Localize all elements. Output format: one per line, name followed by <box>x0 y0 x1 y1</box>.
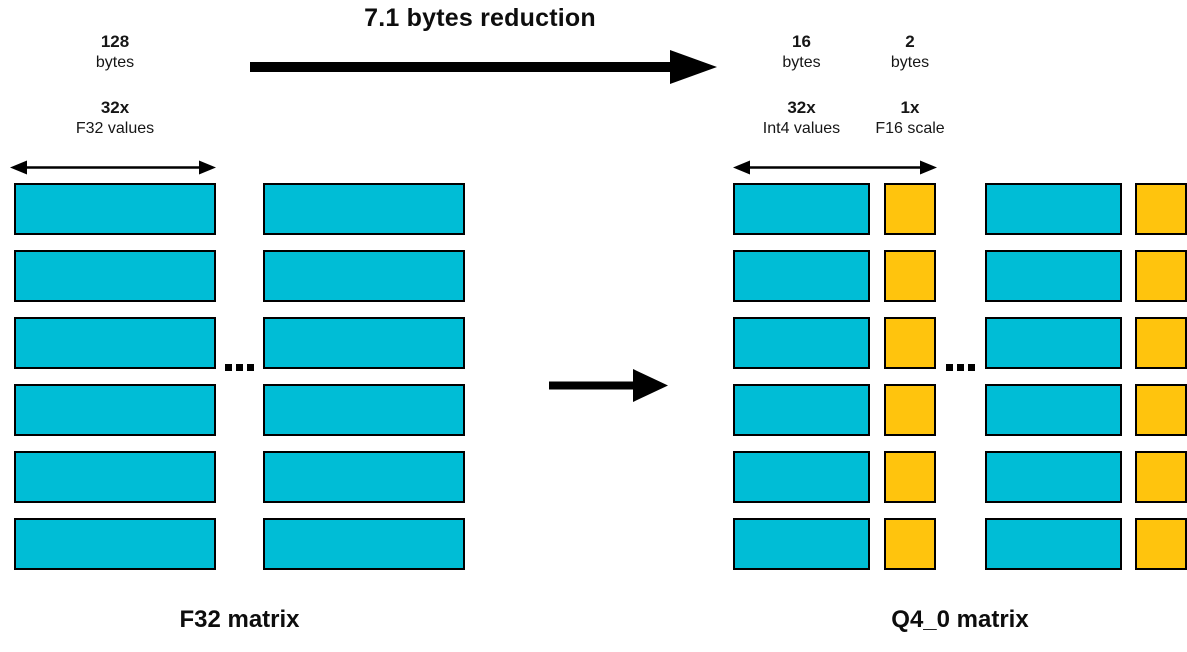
reduction-arrow-icon <box>250 50 717 84</box>
f32-block-column-2 <box>263 183 465 570</box>
reduction-title: 7.1 bytes reduction <box>364 4 596 32</box>
int4-count-value: 32x <box>787 98 816 117</box>
scale-count-unit: F16 scale <box>875 120 945 137</box>
int4-block <box>985 451 1122 503</box>
int4-block <box>733 451 870 503</box>
int4-block <box>733 518 870 570</box>
f32-block <box>14 451 216 503</box>
q4-width-arrow-icon <box>733 160 937 175</box>
scale-bytes-unit: bytes <box>890 54 930 71</box>
scale-block-column-2 <box>1135 183 1187 570</box>
f32-block <box>263 250 465 302</box>
f16-scale-block <box>1135 250 1187 302</box>
int4-bytes-value: 16 <box>792 32 811 51</box>
scale-bytes-value: 2 <box>905 32 915 51</box>
scale-bytes-label: 2 bytes <box>860 31 960 73</box>
scale-block-column-1 <box>884 183 936 570</box>
f32-block <box>263 317 465 369</box>
f32-count-unit: F32 values <box>75 120 155 137</box>
f16-scale-block <box>1135 451 1187 503</box>
int4-count-unit: Int4 values <box>762 120 841 137</box>
f32-block <box>14 250 216 302</box>
scale-count-label: 1x F16 scale <box>860 97 960 139</box>
f32-bytes-unit: bytes <box>95 54 135 71</box>
f16-scale-block <box>884 317 936 369</box>
left-ellipsis-icon <box>225 364 254 371</box>
f32-matrix-caption: F32 matrix <box>179 606 300 633</box>
scale-count-value: 1x <box>900 98 920 117</box>
q4-matrix-caption: Q4_0 matrix <box>891 606 1029 633</box>
f32-block <box>263 384 465 436</box>
f32-block <box>263 518 465 570</box>
f32-block <box>263 451 465 503</box>
int4-count-label: 32x Int4 values <box>733 97 870 139</box>
f32-bytes-value: 128 <box>100 32 130 51</box>
f16-scale-block <box>884 183 936 235</box>
int4-block <box>985 518 1122 570</box>
int4-block <box>733 183 870 235</box>
f32-count-value: 32x <box>100 98 130 117</box>
f16-scale-block <box>1135 183 1187 235</box>
f16-scale-block <box>1135 518 1187 570</box>
int4-block <box>733 250 870 302</box>
f32-block <box>263 183 465 235</box>
f32-block-column-1 <box>14 183 216 570</box>
int4-block <box>985 250 1122 302</box>
f16-scale-block <box>1135 317 1187 369</box>
f32-width-arrow-icon <box>10 160 216 175</box>
int4-block-column-2 <box>985 183 1122 570</box>
f32-block <box>14 384 216 436</box>
int4-bytes-label: 16 bytes <box>733 31 870 73</box>
f16-scale-block <box>884 250 936 302</box>
f32-block <box>14 317 216 369</box>
f16-scale-block <box>884 384 936 436</box>
f16-scale-block <box>884 518 936 570</box>
f16-scale-block <box>1135 384 1187 436</box>
f32-bytes-label: 128 bytes <box>14 31 216 73</box>
int4-block <box>985 384 1122 436</box>
f32-block <box>14 518 216 570</box>
int4-block <box>733 384 870 436</box>
f32-count-label: 32x F32 values <box>14 97 216 139</box>
f32-block <box>14 183 216 235</box>
int4-block <box>985 183 1122 235</box>
f16-scale-block <box>884 451 936 503</box>
int4-block <box>733 317 870 369</box>
int4-block-column-1 <box>733 183 870 570</box>
int4-bytes-unit: bytes <box>782 54 821 71</box>
right-ellipsis-icon <box>946 364 975 371</box>
transform-arrow-icon <box>549 369 668 402</box>
int4-block <box>985 317 1122 369</box>
